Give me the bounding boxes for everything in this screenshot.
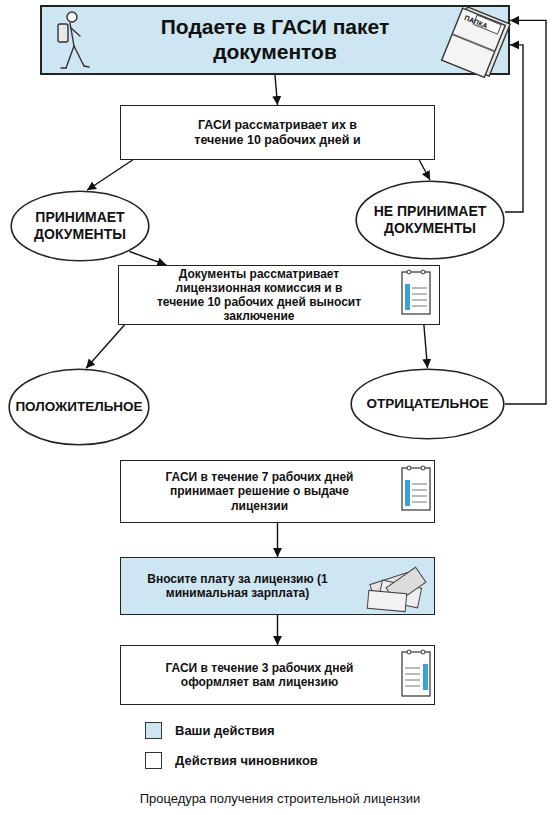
action-box: Вносите плату за лицензию (1 минимальная…	[120, 557, 435, 615]
flow-arrow	[86, 325, 124, 368]
figure-caption: Процедура получения строительной лицензи…	[0, 791, 560, 806]
node-text: ПОЛОЖИТЕЛЬНОЕ	[15, 399, 142, 415]
flow-arrow	[87, 160, 133, 190]
flow-arrow	[130, 251, 167, 265]
node-text: ПРИНИМАЕТ ДОКУМЕНТЫ	[20, 209, 140, 242]
node-text: Вносите плату за лицензию (1 минимальная…	[133, 572, 343, 600]
calendar-icon	[402, 650, 430, 696]
ellipse-shape	[351, 369, 504, 439]
flow-arrow	[277, 523, 278, 557]
process-box: ГАСИ рассматривает их в течение 10 рабоч…	[120, 105, 435, 160]
decision-ellipse: ОТРИЦАТЕЛЬНОЕ	[350, 368, 505, 440]
legend-swatch	[145, 752, 162, 769]
node-text: ГАСИ рассматривает их в течение 10 рабоч…	[178, 118, 378, 148]
money-illustration	[367, 567, 426, 611]
flow-arrow	[505, 45, 523, 212]
node-text: ОТРИЦАТЕЛЬНОЕ	[366, 396, 488, 412]
flow-arrow	[424, 325, 428, 368]
decision-ellipse: ПОЛОЖИТЕЛЬНОЕ	[8, 368, 150, 446]
legend-swatch	[145, 722, 162, 739]
node-text: ГАСИ в течение 3 рабочих дней оформляет …	[155, 661, 365, 689]
node-text: ГАСИ в течение 7 рабочих дней принимает …	[155, 470, 365, 512]
process-box: Документы рассматривает лицензионная ком…	[118, 265, 440, 325]
decision-ellipse: НЕ ПРИНИМАЕТ ДОКУМЕНТЫ	[355, 180, 505, 260]
node-text: Документы рассматривает лицензионная ком…	[154, 267, 364, 324]
calendar-icon	[402, 466, 430, 510]
process-box: ГАСИ в течение 7 рабочих дней принимает …	[120, 460, 435, 523]
ellipse-shape	[356, 181, 504, 259]
walking-man-illustration	[58, 12, 89, 68]
action-box: Подаете в ГАСИ пакет документов	[40, 5, 510, 75]
ellipse-shape	[11, 191, 149, 261]
flow-arrow	[505, 20, 546, 404]
calendar-icon	[402, 270, 430, 314]
legend-text: Действия чиновников	[175, 753, 318, 768]
flow-arrow	[275, 75, 278, 105]
node-text: Подаете в ГАСИ пакет документов	[150, 15, 400, 65]
ellipse-shape	[9, 369, 149, 445]
node-text: НЕ ПРИНИМАЕТ ДОКУМЕНТЫ	[365, 203, 495, 236]
folder-illustration	[442, 5, 510, 78]
process-box: ГАСИ в течение 3 рабочих дней оформляет …	[120, 645, 435, 705]
legend-text: Ваши действия	[175, 723, 275, 738]
flow-arrow	[419, 160, 430, 180]
decision-ellipse: ПРИНИМАЕТ ДОКУМЕНТЫ	[10, 190, 150, 262]
flow-arrow	[277, 615, 278, 645]
